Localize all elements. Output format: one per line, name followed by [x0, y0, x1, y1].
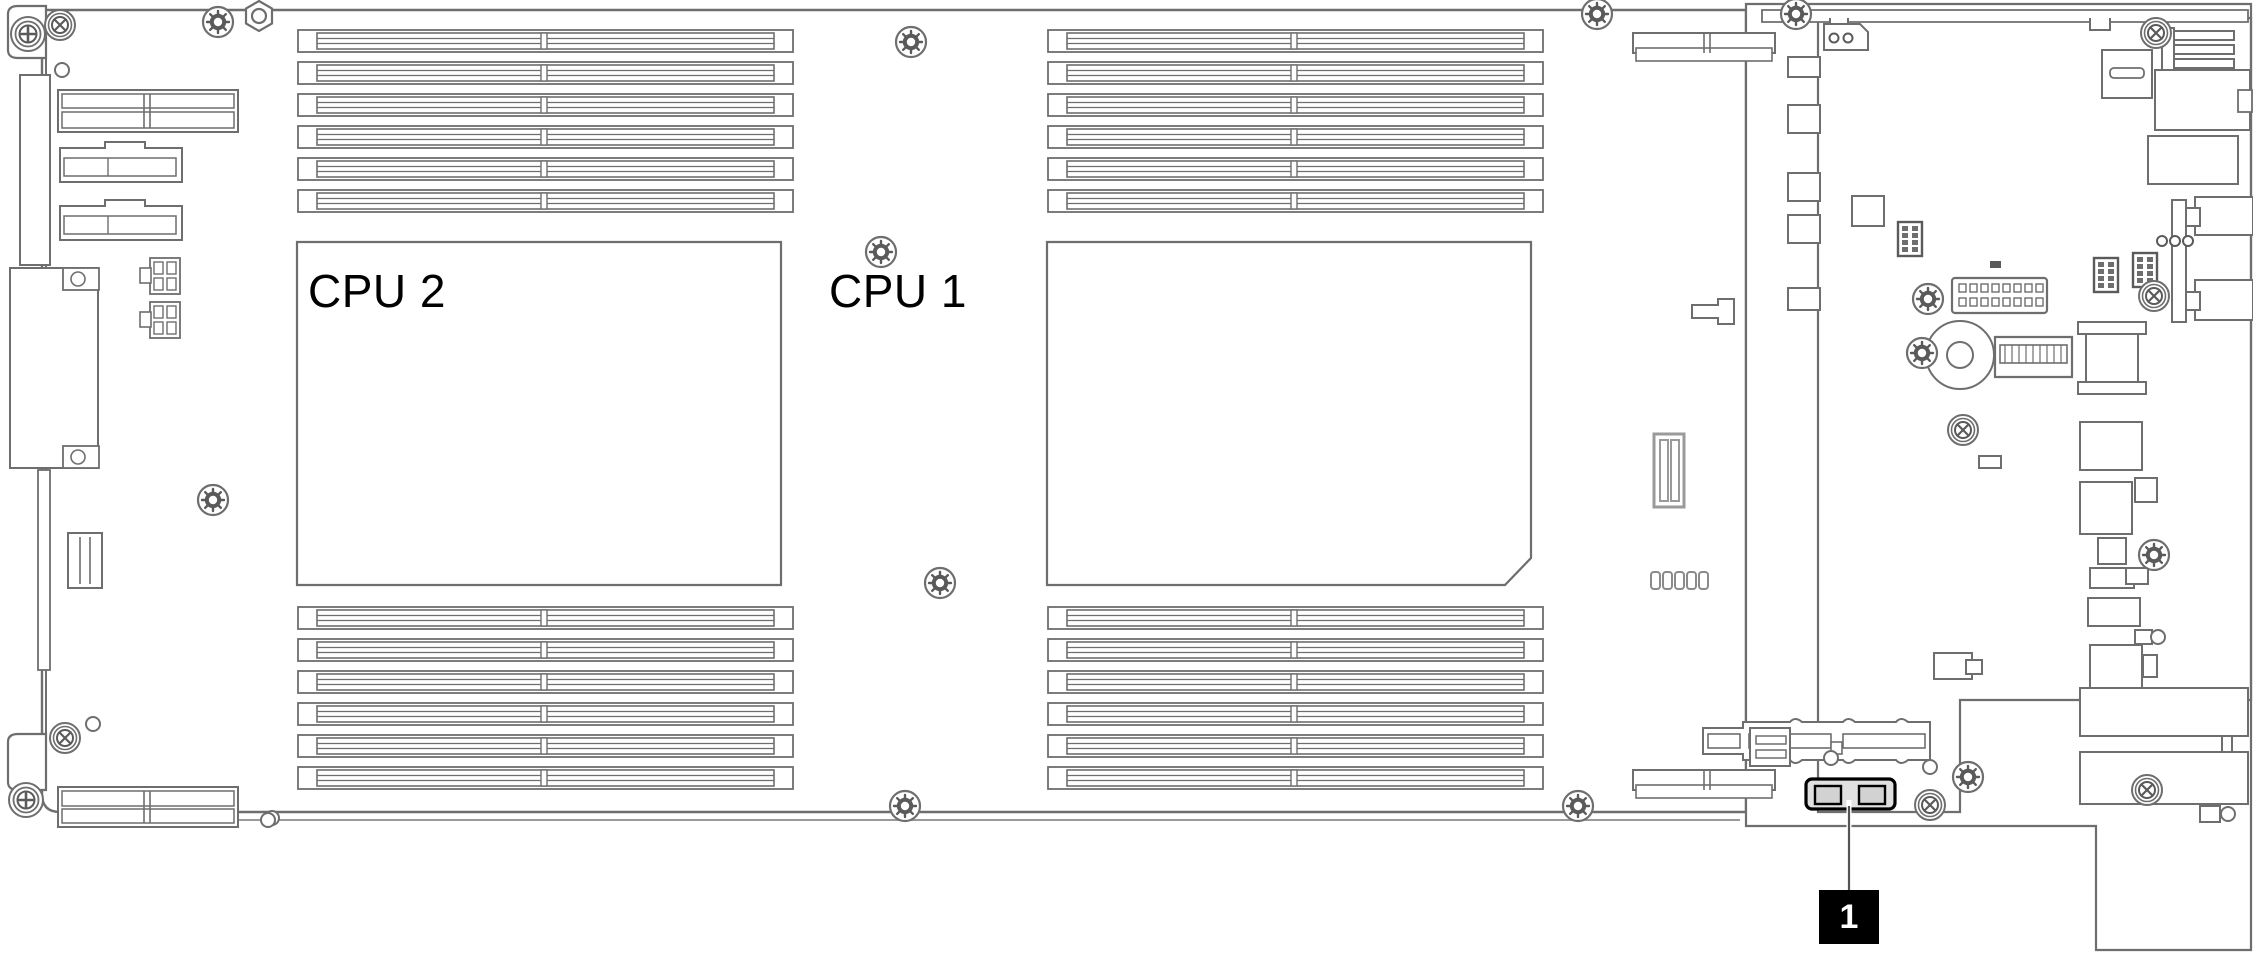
cpu1-label: CPU 1: [829, 265, 967, 317]
phillips-screw: [7, 781, 45, 819]
mount-hole: [85, 716, 101, 732]
cpu2-label: CPU 2: [308, 265, 446, 317]
standoff-icon: [894, 25, 928, 59]
standoff-icon: [864, 235, 898, 269]
left-connector-group: [57, 89, 239, 828]
captive-screw: [43, 8, 77, 42]
standoff-icon: [1561, 789, 1595, 823]
standoff-icon: [1911, 282, 1945, 316]
standoff-icon: [1951, 760, 1985, 794]
top-right-slot: [1632, 32, 1776, 62]
captive-screw: [1946, 413, 1980, 447]
standoff-icon: [1580, 0, 1614, 31]
standoff-icon: [888, 789, 922, 823]
standoff-icon: [2137, 538, 2171, 572]
left-edge-rail: [6, 4, 103, 792]
mount-hole: [260, 812, 276, 828]
standoff-icon: [1905, 336, 1939, 370]
hex-nut-icon: [244, 0, 274, 33]
center-connector-column: [1650, 261, 2002, 590]
standoff-icon: [201, 5, 235, 39]
bottom-right-slot: [1632, 769, 1776, 799]
standoff-icon: [196, 483, 230, 517]
cpu2-socket: [295, 240, 783, 587]
standoff-icon: [923, 566, 957, 600]
switch-block: [1804, 777, 1897, 811]
mount-hole: [54, 62, 70, 78]
mount-hole: [1823, 750, 1839, 766]
mount-hole: [1922, 759, 1938, 775]
captive-screw: [2130, 773, 2164, 807]
captive-screw: [2139, 16, 2173, 50]
right-io-board: [1749, 9, 2253, 823]
standoff-icon: [1779, 0, 1813, 31]
cpu1-socket: [1045, 240, 1533, 587]
phillips-screw: [9, 15, 47, 53]
callout-1: 1: [1819, 890, 1879, 944]
captive-screw: [48, 721, 82, 755]
captive-screw: [1913, 788, 1947, 822]
captive-screw: [2137, 279, 2171, 313]
